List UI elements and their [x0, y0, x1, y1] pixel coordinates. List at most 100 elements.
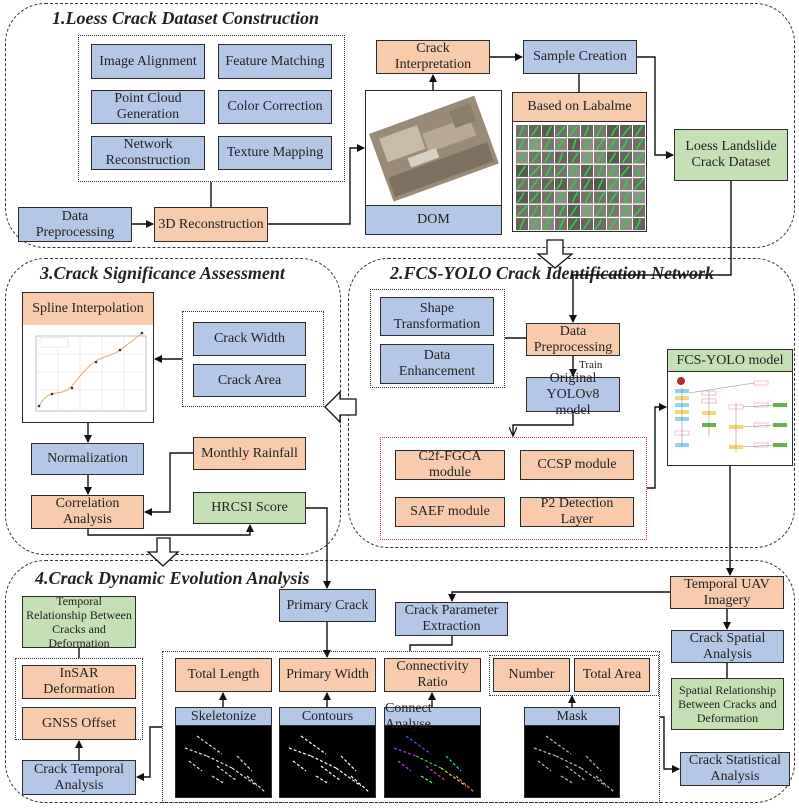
crack-trace: [246, 775, 266, 793]
data-preprocessing-box: Data Preprocessing: [18, 207, 132, 242]
network-reconstruction-box: Network Reconstruction: [91, 136, 205, 170]
improvement-modules-group: [380, 437, 647, 540]
spline-panel: Spline Interpolation: [22, 292, 154, 423]
dom-label: DOM: [366, 205, 501, 234]
crack-label-stroke: [596, 125, 603, 137]
crack-label-stroke: [558, 205, 566, 217]
crack-trace: [420, 775, 435, 785]
normalization-box: Normalization: [31, 443, 144, 475]
reconstruction-steps-group: [78, 35, 345, 182]
connectivity-ratio-box: Connectivity Ratio: [384, 658, 481, 692]
crack-trace: [288, 747, 312, 757]
mask-image: [533, 735, 615, 793]
crack-label-stroke: [516, 178, 525, 190]
crack-label-stroke: [531, 152, 540, 164]
crack-trace: [397, 760, 412, 772]
spline-label: Spline Interpolation: [23, 293, 153, 325]
crack-trace: [335, 767, 362, 787]
crack-trace: [595, 775, 615, 793]
crack-label-stroke: [584, 152, 593, 163]
crack-label-stroke: [556, 138, 565, 150]
crack-trace: [537, 760, 552, 772]
section-title-2: 2.FCS-YOLO Crack Identification Network: [390, 263, 715, 283]
crack-trace: [455, 775, 475, 793]
crack-trace: [565, 765, 587, 782]
crack-label-stroke: [569, 165, 576, 177]
3d-reconstruction-box: 3D Reconstruction: [154, 207, 268, 242]
crack-temporal-analysis-box: Crack Temporal Analysis: [22, 760, 136, 795]
crack-trace: [555, 755, 582, 769]
temporal-uav-box: Temporal UAV Imagery: [670, 576, 784, 609]
correlation-analysis-box: Correlation Analysis: [31, 495, 144, 529]
crack-label-stroke: [583, 139, 590, 150]
labalme-panel: Based on Labalme: [512, 92, 647, 232]
crack-trace: [585, 755, 602, 772]
contours-image: [288, 735, 370, 793]
mask-label: Mask: [525, 708, 619, 726]
parameter-extraction-box: Crack Parameter Extraction: [395, 602, 508, 636]
crack-label-stroke: [543, 139, 551, 150]
saef-box: SAEF module: [395, 497, 505, 527]
total-area-box: Total Area: [574, 658, 650, 692]
crack-label-stroke: [531, 205, 539, 217]
crack-label-stroke: [517, 139, 525, 150]
crack-trace: [580, 767, 607, 787]
monthly-rainfall-box: Monthly Rainfall: [193, 437, 306, 470]
insar-deformation-box: InSAR Deformation: [22, 665, 136, 699]
crack-label-stroke: [556, 125, 566, 137]
crack-metrics-group: [182, 311, 324, 407]
ccsp-box: CCSP module: [520, 450, 634, 480]
crack-trace: [184, 747, 208, 757]
yolov8-box: Original YOLOv8 model: [526, 371, 620, 418]
temporal-relationship-box: Temporal Relationship Between Cracks and…: [22, 594, 136, 650]
crack-label-stroke: [519, 218, 525, 230]
crack-label-stroke: [607, 139, 616, 150]
crack-label-stroke: [608, 152, 617, 164]
crack-label-stroke: [558, 218, 565, 230]
image-alignment-box: Image Alignment: [91, 44, 205, 79]
crack-label-stroke: [545, 165, 553, 177]
fcs-yolo-label: FCS-YOLO model: [668, 350, 792, 372]
color-correction-box: Color Correction: [218, 90, 332, 124]
crack-spatial-analysis-box: Crack Spatial Analysis: [671, 630, 784, 663]
parameter-group: [162, 651, 660, 803]
crack-label-stroke: [584, 165, 592, 177]
crack-trace: [545, 735, 572, 755]
crack-label-stroke: [543, 178, 553, 190]
crack-trace: [236, 755, 253, 772]
crack-label-stroke: [621, 152, 631, 164]
spline-plot-image: [35, 331, 147, 412]
crack-label-stroke: [531, 218, 539, 230]
section-title-4: 4.Crack Dynamic Evolution Analysis: [35, 568, 310, 588]
dataset-box: Loess Landslide Crack Dataset: [674, 129, 788, 181]
crack-trace: [560, 775, 575, 785]
feature-matching-box: Feature Matching: [218, 44, 332, 79]
crack-interpretation-box: Crack Interpretation: [376, 40, 490, 74]
crack-label-stroke: [544, 152, 551, 164]
crack-label-stroke: [543, 192, 552, 203]
labeled-samples-grid: [516, 125, 645, 231]
crack-trace: [196, 735, 223, 755]
crack-label-stroke: [516, 192, 525, 204]
crack-trace: [310, 755, 337, 769]
crack-width-box: Crack Width: [193, 322, 306, 356]
augmentation-group: [370, 289, 505, 388]
dom-orthophoto-image: [369, 95, 499, 202]
crack-trace: [445, 755, 462, 772]
connected-components-image: [393, 735, 475, 793]
contours-label: Contours: [280, 708, 375, 726]
crack-trace: [300, 735, 327, 755]
crack-label-stroke: [608, 165, 615, 177]
crack-label-stroke: [518, 125, 525, 137]
crack-label-stroke: [636, 165, 642, 177]
crack-label-stroke: [529, 165, 541, 177]
crack-label-stroke: [622, 125, 632, 137]
crack-label-stroke: [568, 125, 578, 137]
section-title-3: 3.Crack Significance Assessment: [40, 263, 285, 283]
crack-label-stroke: [545, 205, 552, 217]
section-dataset-construction: [5, 3, 795, 248]
crack-label-stroke: [516, 205, 528, 217]
crack-trace: [292, 760, 307, 772]
crack-trace: [188, 760, 203, 772]
